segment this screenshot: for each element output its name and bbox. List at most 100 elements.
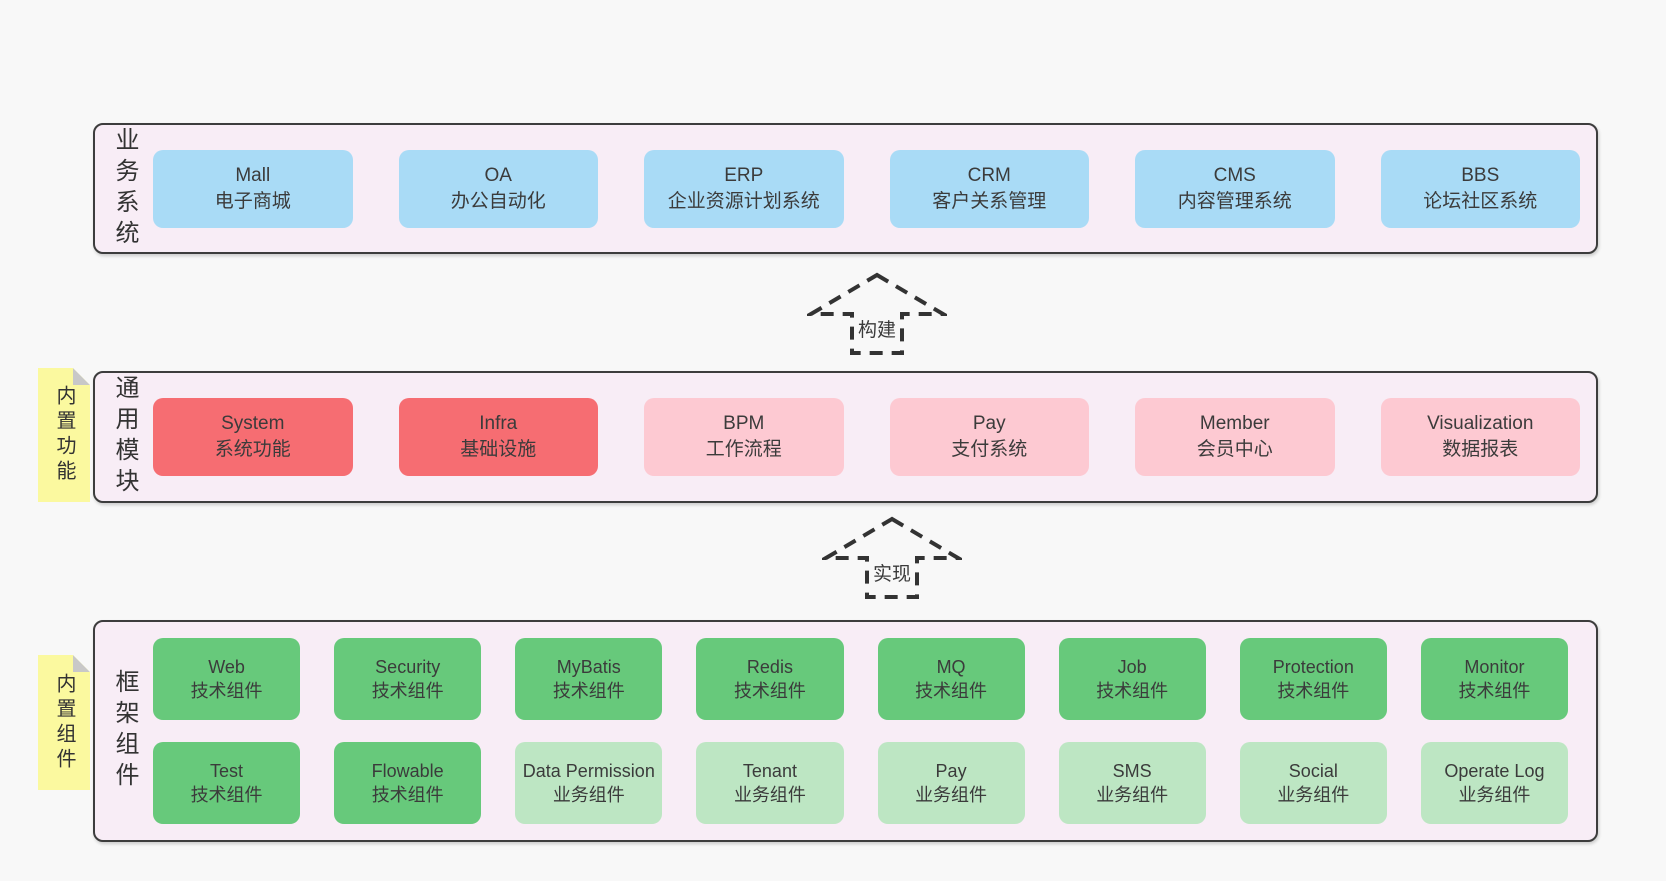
box-title: MQ — [936, 657, 966, 677]
sticky-note-built-in-features: 内置功能 — [38, 368, 90, 502]
arrow-build-up-icon: 构建 — [807, 272, 947, 355]
arrow-build-label: 构建 — [858, 319, 896, 341]
box-subtitle: 数据报表 — [1442, 439, 1519, 460]
box-bpm: BPM 工作流程 — [644, 398, 844, 476]
framework-row-1: Web 技术组件 Security 技术组件 MyBatis 技术组件 Redi… — [153, 638, 1568, 720]
box-subtitle: 工作流程 — [705, 439, 782, 460]
box-title: MyBatis — [556, 657, 621, 677]
box-title: Web — [208, 657, 245, 677]
box-pay-component: Pay 业务组件 — [877, 742, 1025, 824]
sticky-label-text: 内置组件 — [53, 672, 75, 773]
box-sms: SMS 业务组件 — [1058, 742, 1206, 824]
section-label-text: 框架组件 — [111, 669, 138, 793]
modules-boxes-row: System 系统功能 Infra 基础设施 BPM 工作流程 Pay 支付系统… — [153, 373, 1596, 501]
box-subtitle: 企业资源计划系统 — [667, 190, 820, 212]
box-title: Pay — [972, 413, 1006, 434]
box-title: Redis — [746, 657, 793, 677]
box-subtitle: 业务组件 — [733, 785, 806, 805]
arrow-implement-up-icon: 实现 — [822, 516, 962, 599]
box-title: Social — [1288, 761, 1338, 781]
box-cms: CMS 内容管理系统 — [1135, 149, 1335, 228]
box-erp: ERP 企业资源计划系统 — [644, 149, 844, 228]
box-system: System 系统功能 — [153, 398, 353, 476]
box-redis: Redis 技术组件 — [696, 638, 844, 720]
box-data-permission: Data Permission 业务组件 — [515, 742, 663, 824]
box-title: Pay — [935, 761, 967, 781]
box-web: Web 技术组件 — [153, 638, 301, 720]
box-security: Security 技术组件 — [334, 638, 482, 720]
box-subtitle: 支付系统 — [951, 439, 1028, 460]
section-label-business: 业务系统 — [95, 125, 153, 252]
box-title: Infra — [479, 413, 518, 434]
box-subtitle: 电子商城 — [214, 190, 291, 212]
box-title: OA — [484, 164, 512, 186]
box-subtitle: 内容管理系统 — [1177, 190, 1292, 212]
box-social: Social 业务组件 — [1239, 742, 1387, 824]
box-bbs: BBS 论坛社区系统 — [1380, 149, 1580, 228]
box-subtitle: 技术组件 — [1096, 681, 1169, 701]
box-subtitle: 客户关系管理 — [932, 190, 1047, 212]
arrow-implement-label: 实现 — [873, 563, 911, 585]
box-subtitle: 技术组件 — [552, 681, 625, 701]
box-operate-log: Operate Log 业务组件 — [1420, 742, 1568, 824]
box-title: BPM — [723, 413, 765, 434]
box-subtitle: 业务组件 — [1277, 785, 1350, 805]
box-test: Test 技术组件 — [153, 742, 301, 824]
box-subtitle: 业务组件 — [1096, 785, 1169, 805]
box-subtitle: 技术组件 — [1458, 681, 1531, 701]
box-subtitle: 技术组件 — [190, 681, 263, 701]
box-title: Visualization — [1427, 413, 1534, 434]
sticky-note-built-in-components: 内置组件 — [38, 655, 90, 790]
folded-corner-icon — [73, 368, 90, 385]
box-subtitle: 基础设施 — [460, 439, 537, 460]
box-title: Tenant — [742, 761, 797, 781]
box-subtitle: 系统功能 — [214, 439, 291, 460]
box-member: Member 会员中心 — [1135, 398, 1335, 476]
box-subtitle: 论坛社区系统 — [1423, 190, 1538, 212]
box-subtitle: 办公自动化 — [450, 190, 546, 212]
sticky-label-text: 内置功能 — [53, 385, 75, 485]
box-title: Security — [375, 657, 441, 677]
framework-rows: Web 技术组件 Security 技术组件 MyBatis 技术组件 Redi… — [153, 622, 1596, 840]
box-title: Test — [210, 761, 244, 781]
box-subtitle: 技术组件 — [371, 681, 444, 701]
box-job: Job 技术组件 — [1058, 638, 1206, 720]
section-label-framework: 框架组件 — [95, 622, 153, 840]
section-label-text: 通用模块 — [111, 375, 138, 499]
box-tenant: Tenant 业务组件 — [696, 742, 844, 824]
section-business-systems: 业务系统 Mall 电子商城 OA 办公自动化 ERP 企业资源计划系统 CRM… — [93, 123, 1598, 254]
box-subtitle: 会员中心 — [1196, 439, 1273, 460]
box-crm: CRM 客户关系管理 — [889, 149, 1089, 228]
framework-row-2: Test 技术组件 Flowable 技术组件 Data Permission … — [153, 742, 1568, 824]
box-pay-module: Pay 支付系统 — [889, 398, 1089, 476]
box-title: Member — [1199, 413, 1270, 434]
box-protection: Protection 技术组件 — [1239, 638, 1387, 720]
box-oa: OA 办公自动化 — [398, 149, 598, 228]
box-title: BBS — [1461, 164, 1500, 186]
box-title: CMS — [1213, 164, 1256, 186]
box-monitor: Monitor 技术组件 — [1420, 638, 1568, 720]
box-title: Flowable — [371, 761, 444, 781]
box-mybatis: MyBatis 技术组件 — [515, 638, 663, 720]
section-framework-components: 框架组件 Web 技术组件 Security 技术组件 MyBatis 技术组件… — [93, 620, 1598, 842]
box-title: Mall — [235, 164, 271, 186]
box-title: Data Permission — [522, 761, 655, 781]
box-title: System — [221, 413, 285, 434]
box-title: Job — [1117, 657, 1147, 677]
box-flowable: Flowable 技术组件 — [334, 742, 482, 824]
box-subtitle: 技术组件 — [190, 785, 263, 805]
box-subtitle: 技术组件 — [915, 681, 988, 701]
box-mq: MQ 技术组件 — [877, 638, 1025, 720]
box-title: CRM — [967, 164, 1011, 186]
box-title: Operate Log — [1444, 761, 1545, 781]
section-common-modules: 通用模块 System 系统功能 Infra 基础设施 BPM 工作流程 Pay… — [93, 371, 1598, 503]
box-mall: Mall 电子商城 — [153, 149, 353, 228]
box-visualization: Visualization 数据报表 — [1380, 398, 1580, 476]
box-subtitle: 技术组件 — [371, 785, 444, 805]
box-title: ERP — [724, 164, 764, 186]
box-title: Monitor — [1464, 657, 1525, 677]
section-label-text: 业务系统 — [111, 126, 138, 251]
box-title: SMS — [1112, 761, 1152, 781]
business-boxes-row: Mall 电子商城 OA 办公自动化 ERP 企业资源计划系统 CRM 客户关系… — [153, 125, 1596, 252]
